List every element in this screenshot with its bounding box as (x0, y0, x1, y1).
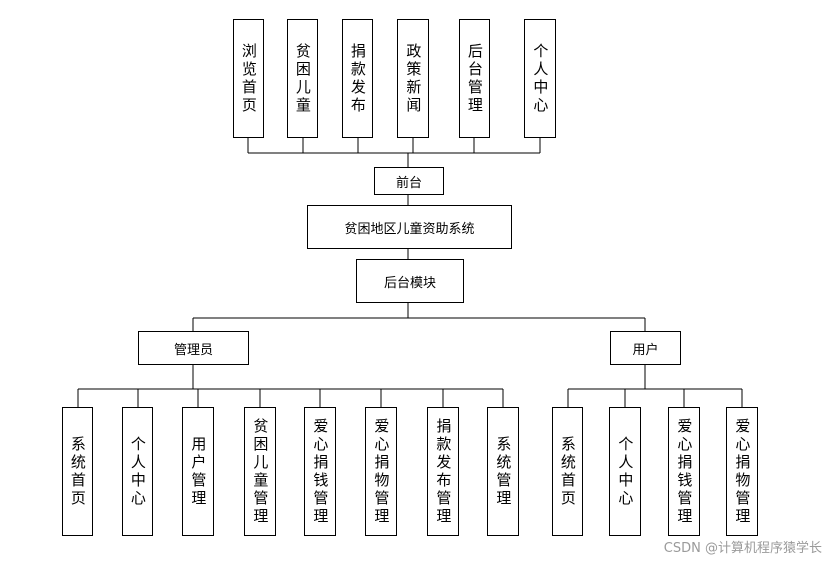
front-module-personal-center: 个人中心 (524, 19, 556, 138)
admin-module-system-home: 系统首页 (62, 407, 93, 536)
user-module-goods-donation-management: 爱心捐物管理 (726, 407, 758, 536)
user-node: 用户 (610, 331, 681, 365)
front-module-backend-admin: 后台管理 (459, 19, 490, 138)
front-module-policy-news: 政策新闻 (397, 19, 429, 138)
backend-module-node: 后台模块 (356, 259, 464, 303)
admin-node: 管理员 (138, 331, 249, 365)
front-module-browse-home: 浏览首页 (233, 19, 264, 138)
system-title-node: 贫困地区儿童资助系统 (307, 205, 512, 249)
admin-module-system-management: 系统管理 (487, 407, 519, 536)
admin-module-personal-center: 个人中心 (122, 407, 153, 536)
user-module-money-donation-management: 爱心捐钱管理 (668, 407, 700, 536)
admin-module-money-donation-management: 爱心捐钱管理 (304, 407, 336, 536)
front-module-donation-publish: 捐款发布 (342, 19, 373, 138)
front-module-poor-children: 贫困儿童 (287, 19, 318, 138)
admin-module-user-management: 用户管理 (182, 407, 214, 536)
front-node: 前台 (374, 167, 444, 195)
user-module-system-home: 系统首页 (552, 407, 583, 536)
admin-module-goods-donation-management: 爱心捐物管理 (365, 407, 397, 536)
user-module-personal-center: 个人中心 (609, 407, 641, 536)
admin-module-poor-children-management: 贫困儿童管理 (244, 407, 276, 536)
csdn-watermark: CSDN @计算机程序猿学长 (663, 541, 822, 556)
admin-module-donation-publish-management: 捐款发布管理 (427, 407, 459, 536)
